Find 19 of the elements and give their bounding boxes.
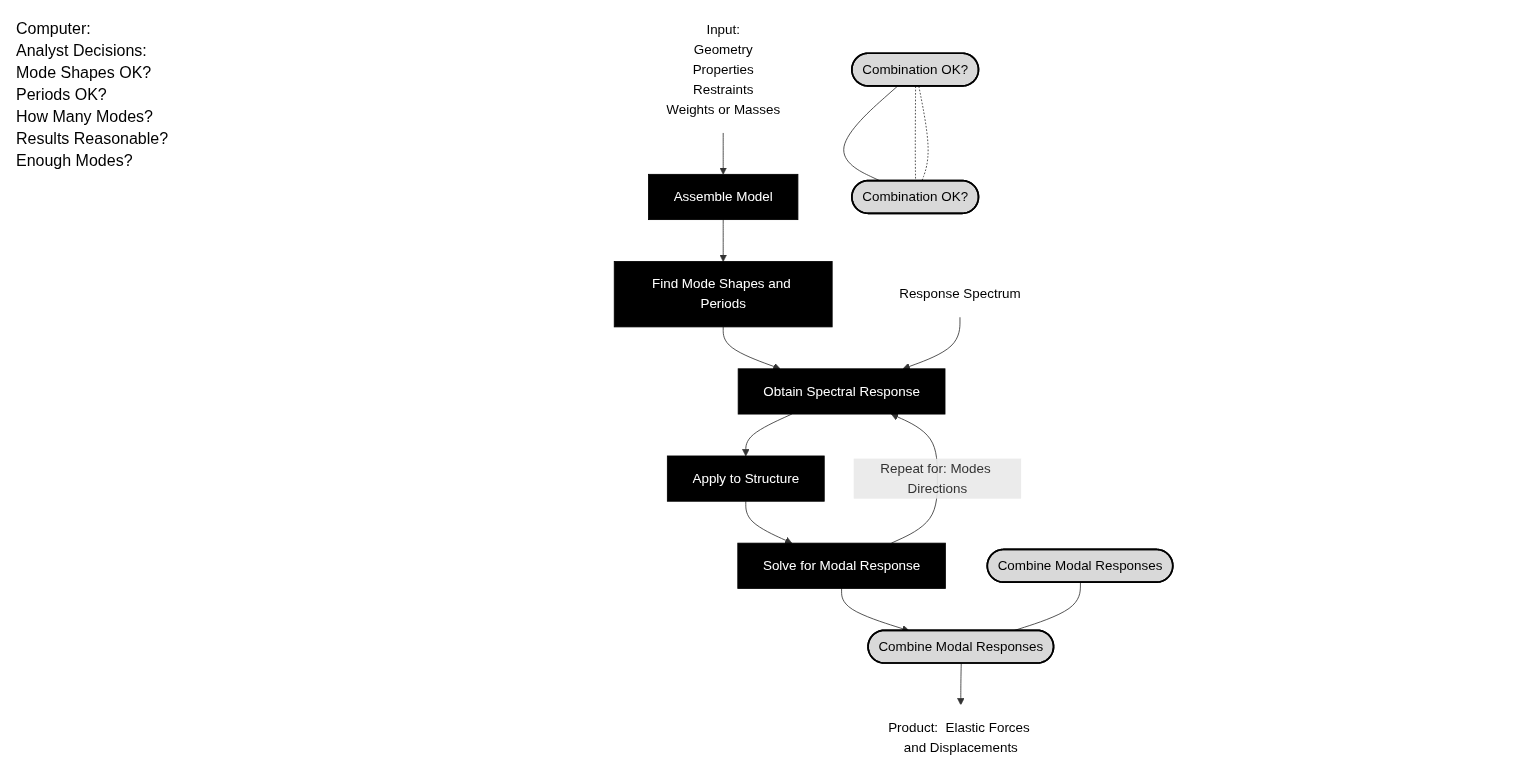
note-text: Results Reasonable? [16, 130, 170, 148]
note-text: Computer: [16, 20, 92, 38]
connector [843, 85, 898, 182]
note-text: Analyst Decisions: [16, 42, 148, 60]
node-box: Obtain Spectral Response [737, 368, 946, 415]
note-text: Mode Shapes OK? [16, 64, 153, 82]
node-box: Apply to Structure [666, 455, 825, 502]
node-text: Input: Geometry Properties Restraints Weights or Masses [666, 21, 781, 117]
note-text: How Many Modes? [16, 108, 154, 126]
node-text: Response Spectrum [899, 286, 1021, 301]
note-text: Periods OK? [16, 86, 108, 104]
connector [918, 85, 929, 182]
node-box: Solve for Modal Response [737, 542, 946, 589]
node-text: Product: Elastic Forces and Displacements [888, 720, 1030, 755]
node-box: Find Mode Shapes and Periods [613, 261, 833, 328]
edge-label: Repeat for: Modes Directions [880, 461, 991, 496]
note-text: Enough Modes? [16, 152, 134, 170]
connector [914, 85, 916, 182]
node-box: Assemble Model [648, 173, 799, 221]
